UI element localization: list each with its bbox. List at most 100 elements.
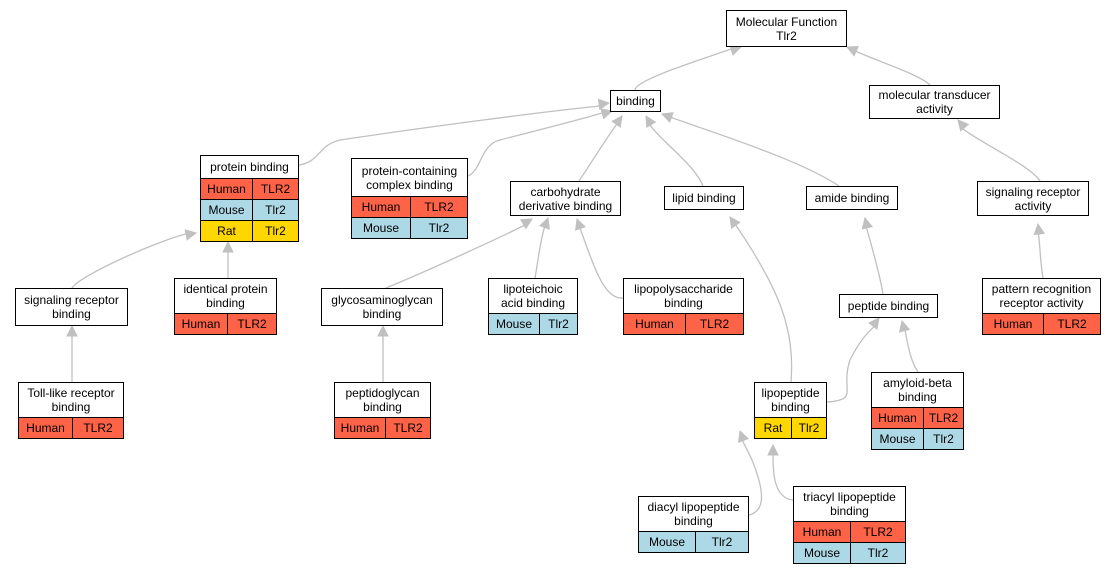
go-term-molecular-function[interactable]: Molecular Function Tlr2 bbox=[726, 10, 847, 47]
edge-binding-to-molecular-function bbox=[634, 47, 735, 91]
arrowhead-lipopeptide-binding bbox=[738, 429, 750, 443]
arrowhead-binding bbox=[645, 115, 657, 128]
species-cell: Mouse bbox=[362, 221, 400, 235]
go-term-label: Molecular Function Tlr2 bbox=[735, 14, 838, 43]
go-term-label: glycosaminoglycan binding bbox=[331, 293, 433, 321]
go-term-carbohydrate-derivative-binding[interactable]: carbohydrate derivative binding bbox=[510, 181, 621, 216]
go-term-label: amyloid-beta binding bbox=[883, 376, 952, 404]
edge-protein-containing-complex-binding-to-binding bbox=[467, 111, 606, 177]
go-term-peptide-binding[interactable]: peptide binding bbox=[839, 294, 938, 318]
gene-cell: TLR2 bbox=[685, 314, 743, 334]
arrowhead-amide-binding bbox=[861, 216, 873, 230]
gene-cell: TLR2 bbox=[252, 179, 298, 199]
gene-cell: Tlr2 bbox=[252, 200, 298, 220]
edge-diacyl-lipopeptide-binding-to-lipopeptide-binding bbox=[741, 439, 763, 516]
edge-lipoteichoic-acid-binding-to-carbohydrate-derivative-binding bbox=[534, 225, 546, 279]
go-term-label: carbohydrate derivative binding bbox=[518, 184, 613, 213]
gene-cell: TLR2 bbox=[850, 522, 905, 542]
arrowhead-binding bbox=[660, 112, 674, 124]
species-cell: Human bbox=[181, 317, 221, 331]
annotation-row-human: Human TLR2 bbox=[983, 313, 1100, 334]
arrowhead-binding bbox=[597, 98, 611, 111]
annotation-row-mouse: Mouse Tlr2 bbox=[639, 531, 748, 552]
edge-lipopolysaccharide-binding-to-carbohydrate-derivative-binding bbox=[579, 227, 624, 299]
edge-glycosaminoglycan-binding-to-carbohydrate-derivative-binding bbox=[385, 224, 526, 289]
go-term-amide-binding[interactable]: amide binding bbox=[806, 186, 898, 210]
edge-amyloid-beta-binding-to-peptide-binding bbox=[904, 329, 919, 373]
species-cell: Rat bbox=[763, 421, 783, 435]
gene-cell: Tlr2 bbox=[252, 221, 298, 241]
edge-lipopeptide-binding-to-peptide-binding bbox=[826, 325, 876, 403]
arrowhead-carbohydrate-derivative-binding bbox=[575, 217, 586, 231]
arrowhead-binding bbox=[600, 108, 614, 120]
edge-molecular-transducer-activity-to-molecular-function bbox=[854, 50, 931, 86]
go-term-label: peptidoglycan binding bbox=[345, 386, 420, 414]
species-cell: Human bbox=[207, 182, 246, 196]
arrowhead-protein-binding bbox=[222, 240, 234, 253]
go-term-label: lipoteichoic acid binding bbox=[500, 282, 566, 310]
edge-amide-binding-to-binding bbox=[669, 116, 840, 187]
go-term-label: lipopeptide binding bbox=[761, 386, 820, 414]
edge-lipopeptide-binding-to-lipid-binding bbox=[734, 223, 793, 383]
arrowhead-signaling-receptor-binding bbox=[66, 324, 78, 337]
gene-cell: Tlr2 bbox=[923, 429, 963, 449]
gene-cell: Tlr2 bbox=[695, 532, 748, 552]
gene-cell: TLR2 bbox=[1043, 314, 1100, 334]
go-term-label: peptide binding bbox=[847, 299, 930, 313]
go-term-binding[interactable]: binding bbox=[610, 90, 661, 112]
edge-protein-binding-to-binding bbox=[298, 105, 601, 166]
go-term-glycosaminoglycan-binding[interactable]: glycosaminoglycan binding bbox=[321, 288, 443, 326]
arrowhead-glycosaminoglycan-binding bbox=[377, 324, 389, 337]
go-term-label: identical protein binding bbox=[183, 282, 268, 310]
edge-signaling-receptor-binding-to-protein-binding bbox=[71, 233, 187, 289]
go-term-molecular-transducer-activity[interactable]: molecular transducer activity bbox=[869, 85, 1000, 119]
go-term-label: diacyl lipopeptide binding bbox=[647, 500, 740, 528]
gene-cell: Tlr2 bbox=[539, 314, 577, 334]
go-term-label: signaling receptor activity bbox=[985, 184, 1081, 213]
go-term-label: protein binding bbox=[210, 160, 289, 174]
species-cell: Mouse bbox=[208, 203, 245, 217]
annotation-row-human: Human TLR2 bbox=[201, 178, 298, 199]
species-cell: Mouse bbox=[803, 546, 841, 560]
gene-cell: TLR2 bbox=[385, 418, 430, 438]
arrowhead-binding bbox=[611, 115, 623, 128]
go-term-signaling-receptor-binding[interactable]: signaling receptor binding bbox=[15, 288, 128, 326]
arrowhead-protein-binding bbox=[184, 229, 198, 241]
species-cell: Human bbox=[802, 525, 842, 539]
edge-pattern-recognition-receptor-activity-to-signaling-receptor-activity bbox=[1037, 231, 1044, 279]
gene-cell: TLR2 bbox=[227, 314, 276, 334]
species-cell: Mouse bbox=[648, 535, 686, 549]
go-term-signaling-receptor-activity[interactable]: signaling receptor activity bbox=[977, 181, 1089, 216]
go-term-lipid-binding[interactable]: lipid binding bbox=[664, 186, 744, 210]
gene-cell: Tlr2 bbox=[410, 218, 467, 238]
species-cell: Human bbox=[993, 317, 1033, 331]
gene-cell: TLR2 bbox=[923, 408, 963, 428]
species-cell: Human bbox=[361, 200, 401, 214]
go-term-label: triacyl lipopeptide binding bbox=[803, 490, 896, 518]
annotation-row-mouse: Mouse Tlr2 bbox=[352, 217, 467, 238]
arrowhead-lipopeptide-binding bbox=[767, 443, 779, 456]
annotation-row-human: Human TLR2 bbox=[335, 417, 430, 438]
species-cell: Human bbox=[340, 421, 380, 435]
arrowhead-peptide-binding bbox=[898, 319, 911, 333]
arrowhead-molecular-function bbox=[845, 46, 859, 57]
gene-cell: Tlr2 bbox=[850, 543, 905, 563]
